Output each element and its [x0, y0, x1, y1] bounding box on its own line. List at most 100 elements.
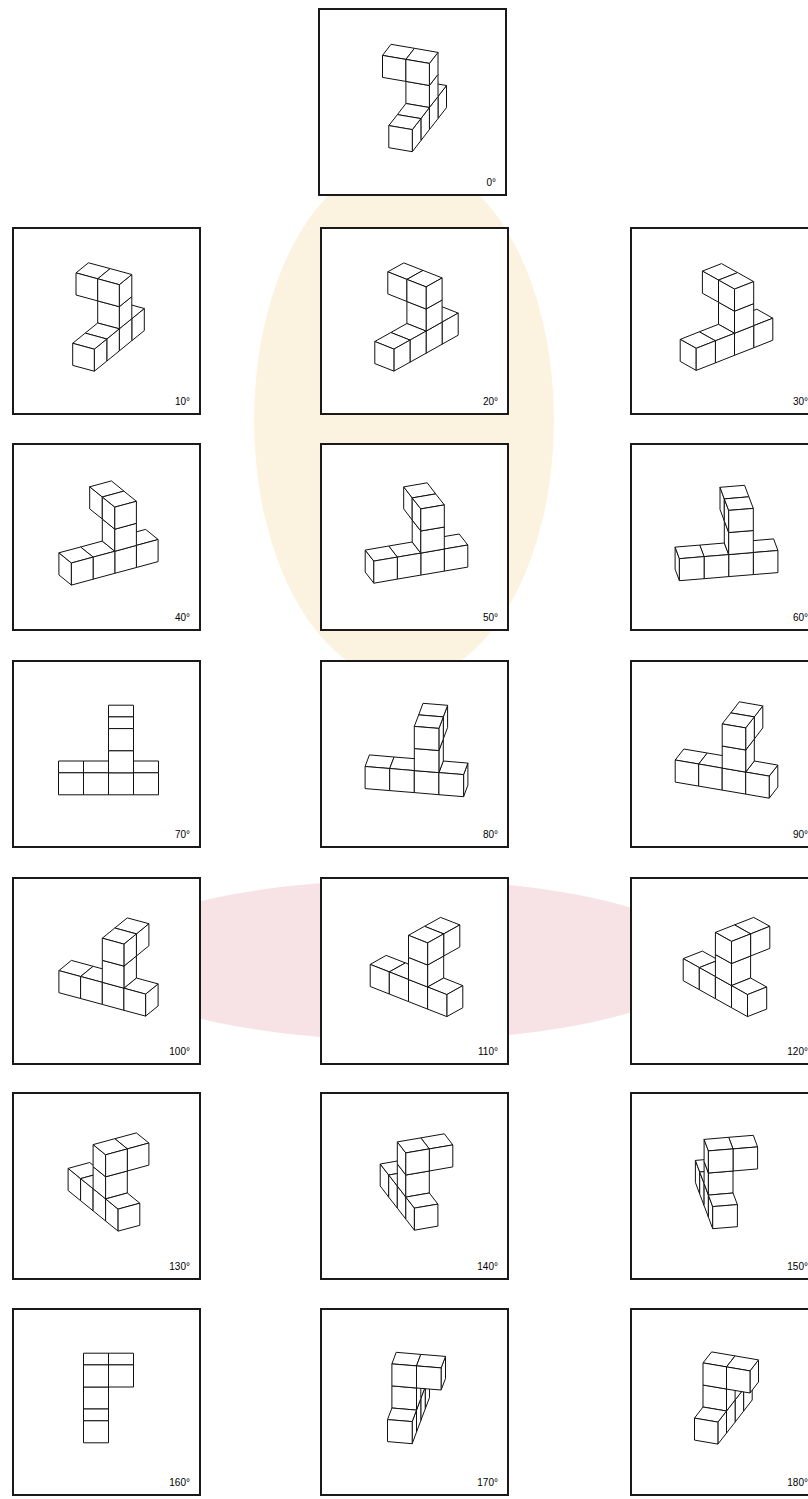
cube-figure	[14, 445, 199, 629]
cube-face	[109, 751, 134, 773]
angle-label: 130°	[169, 1261, 190, 1272]
angle-label: 10°	[175, 396, 190, 407]
view-panel: 120°	[630, 877, 808, 1065]
cube-face	[722, 724, 746, 750]
cube-face	[675, 760, 699, 786]
angle-label: 110°	[478, 1046, 498, 1057]
cube-face	[389, 972, 408, 1002]
cube-face	[753, 551, 778, 575]
cube-face	[109, 1353, 134, 1365]
view-panel: 80°	[320, 660, 509, 848]
angle-label: 170°	[477, 1477, 498, 1488]
cube-face	[695, 1418, 718, 1444]
angle-label: 120°	[787, 1046, 808, 1057]
cube-face	[704, 555, 729, 579]
angle-label: 140°	[477, 1261, 498, 1272]
cube-face	[442, 313, 458, 344]
cube-face	[84, 1353, 109, 1365]
view-panel: 180°	[630, 1308, 808, 1496]
cube-figure	[322, 445, 507, 629]
cube-face	[106, 1149, 128, 1177]
cube-face	[73, 343, 95, 371]
cube-face	[715, 333, 734, 363]
view-panel: 100°	[12, 877, 201, 1065]
cube-face	[722, 746, 746, 772]
cube-face	[109, 717, 134, 729]
cube-figure	[322, 1310, 507, 1494]
cube-face	[713, 1205, 738, 1229]
angle-label: 50°	[483, 612, 498, 623]
cube-face	[702, 271, 718, 302]
cube-face	[428, 987, 447, 1017]
angle-label: 160°	[169, 1477, 190, 1488]
cube-face	[76, 273, 98, 301]
angle-label: 150°	[787, 1261, 808, 1272]
view-panel: 10°	[12, 227, 201, 415]
cube-face	[680, 339, 696, 370]
cube-face	[118, 1203, 140, 1231]
cube-face	[715, 932, 731, 963]
cube-face	[444, 545, 468, 571]
cube-face	[428, 934, 444, 965]
cube-figure	[322, 879, 507, 1063]
cube-face	[392, 1386, 417, 1410]
cube-figure	[322, 229, 507, 413]
cube-face	[703, 1363, 727, 1389]
cube-figure	[14, 662, 199, 846]
cube-face	[414, 771, 439, 795]
cube-figure	[632, 879, 808, 1063]
cube-figure	[14, 1094, 199, 1278]
cube-face	[426, 278, 442, 309]
cube-face	[406, 59, 430, 85]
view-panel: 110°	[320, 877, 509, 1065]
cube-face	[124, 988, 146, 1016]
cube-face	[388, 1420, 413, 1444]
cube-face	[98, 279, 120, 307]
cube-face	[732, 986, 748, 1017]
cube-face	[109, 1365, 134, 1387]
cube-face	[444, 925, 460, 956]
cube-face	[406, 1149, 430, 1175]
cube-face	[390, 769, 415, 793]
view-panel: 70°	[12, 660, 201, 848]
cube-figure	[322, 662, 507, 846]
cube-face	[708, 1149, 733, 1173]
cube-face	[392, 1364, 417, 1388]
cube-figure	[320, 10, 505, 194]
cube-figure	[322, 1094, 507, 1278]
view-panel: 0°	[318, 8, 507, 196]
angle-label: 60°	[793, 612, 808, 623]
cube-face	[751, 926, 770, 956]
cube-face	[59, 971, 81, 999]
cube-figure	[14, 1310, 199, 1494]
cube-face	[84, 773, 109, 795]
cube-face	[421, 505, 445, 531]
angle-label: 80°	[483, 829, 498, 840]
cube-face	[410, 331, 426, 362]
cube-face	[447, 986, 463, 1017]
cube-figure	[632, 229, 808, 413]
angle-label: 30°	[793, 396, 808, 407]
cube-figure	[14, 879, 199, 1063]
cube-face	[109, 705, 134, 717]
angle-label: 100°	[169, 1046, 190, 1057]
cube-face	[683, 959, 699, 990]
cube-face	[708, 1171, 733, 1195]
cube-face	[84, 1387, 109, 1409]
cube-face	[84, 1421, 109, 1443]
cube-face	[732, 934, 751, 964]
cube-face	[729, 508, 754, 532]
cube-face	[417, 1366, 442, 1390]
cube-face	[136, 540, 158, 568]
cube-face	[699, 968, 715, 999]
cube-face	[429, 1145, 453, 1171]
view-panel: 20°	[320, 227, 509, 415]
cube-face	[407, 279, 426, 309]
view-panel: 170°	[320, 1308, 509, 1496]
cube-face	[397, 553, 421, 579]
cube-face	[696, 341, 715, 371]
cube-face	[59, 761, 84, 773]
view-panel: 50°	[320, 443, 509, 631]
cube-face	[754, 318, 773, 348]
angle-label: 20°	[483, 396, 498, 407]
